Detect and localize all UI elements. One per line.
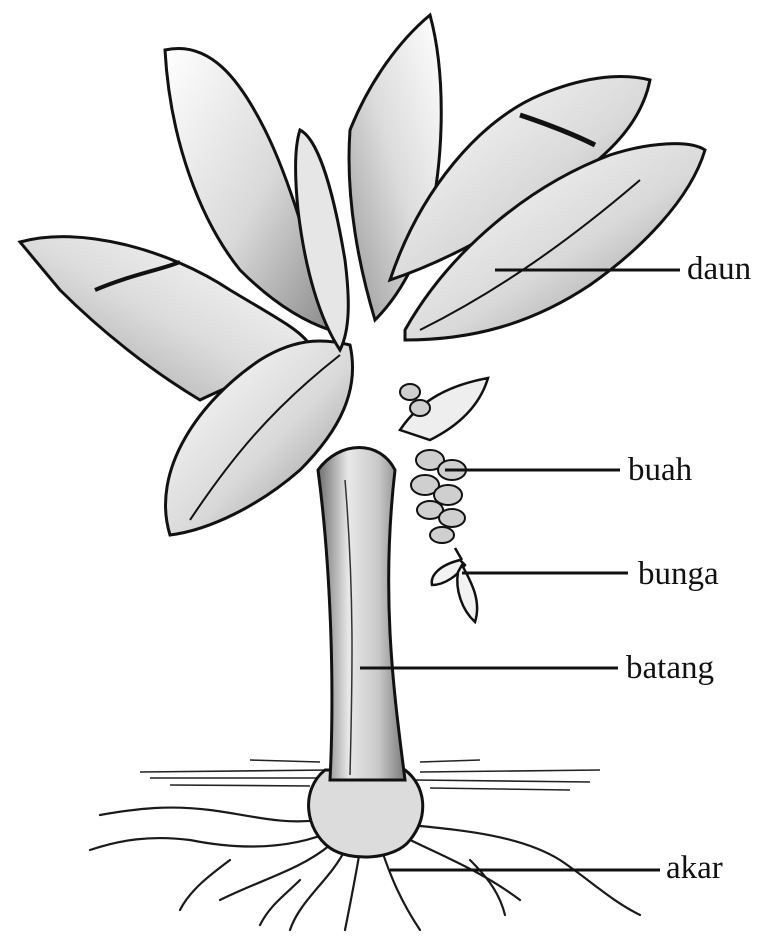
- label-daun: daun: [687, 253, 751, 286]
- corm: [309, 770, 423, 857]
- label-batang: batang: [626, 652, 714, 685]
- pseudostem: [318, 448, 405, 781]
- flower-bud: [432, 548, 477, 622]
- label-akar: akar: [666, 852, 723, 885]
- label-buah: buah: [628, 454, 692, 487]
- label-bunga: bunga: [638, 558, 719, 591]
